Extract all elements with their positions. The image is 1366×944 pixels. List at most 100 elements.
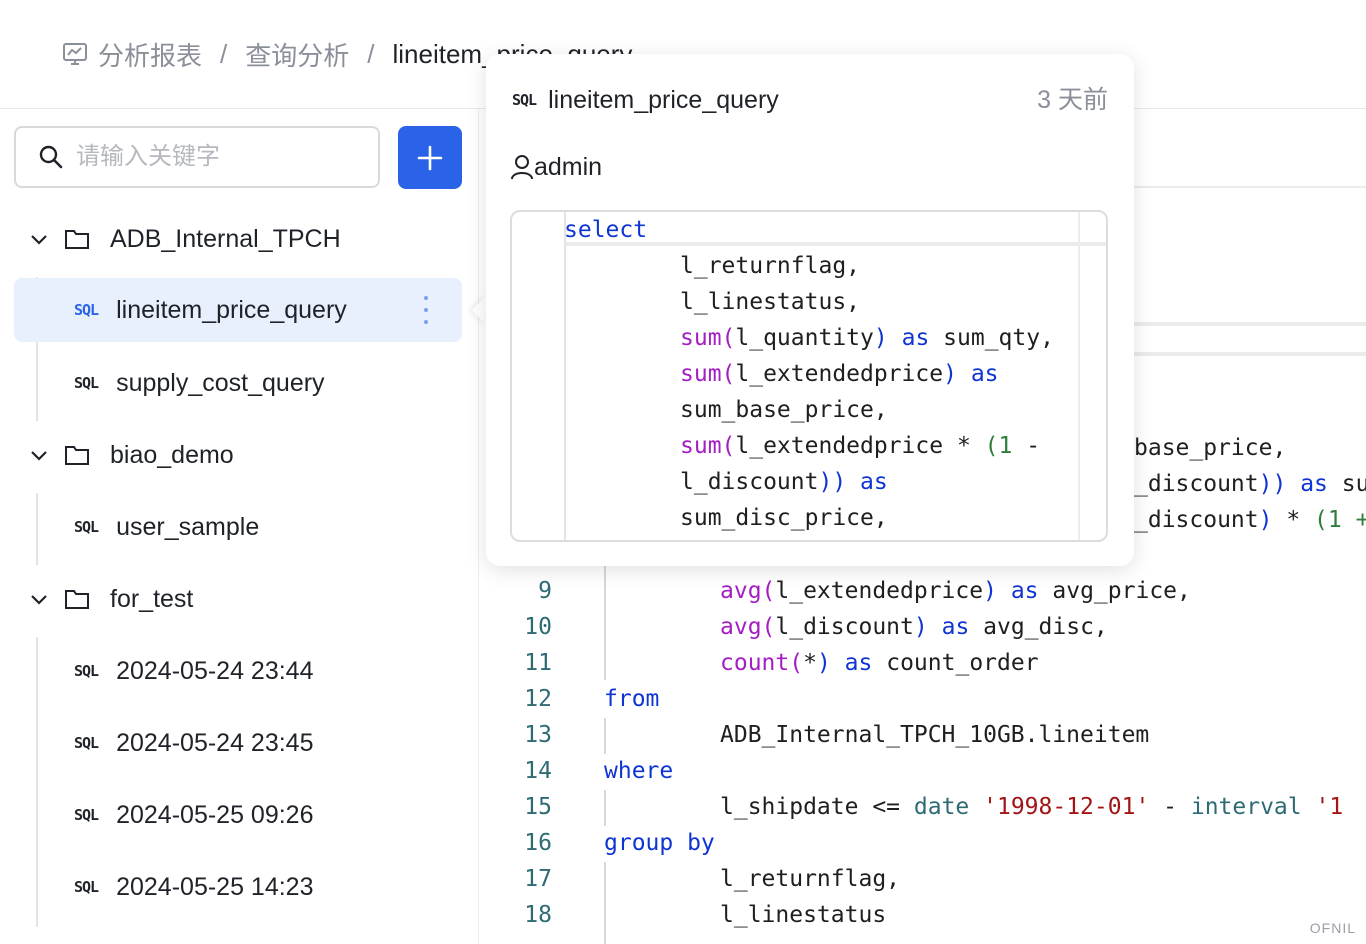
line-number: 13 (524, 722, 552, 748)
code-line: sum(l_extendedprice * (1 - (680, 433, 1041, 459)
code-gutter (564, 212, 566, 540)
code-line: l_linestatus (720, 902, 887, 928)
popover-title: SQL lineitem_price_query (512, 84, 779, 116)
watermark: OFNIL (1309, 920, 1356, 936)
popover-title-text: lineitem_price_query (548, 85, 779, 114)
code-line: count(*) as count_order (720, 650, 1039, 676)
code-line: avg(l_extendedprice) as avg_price, (720, 578, 1191, 604)
code-line: from (604, 686, 660, 712)
tree-item-label: 2024-05-24 23:45 (116, 728, 314, 757)
code-line: l_shipdate <= date '1998-12-01' - interv… (720, 794, 1344, 820)
plus-icon (417, 145, 443, 170)
folder-label: biao_demo (110, 440, 234, 469)
folder-label: ADB_Internal_TPCH (110, 224, 341, 253)
tree-item-supply-cost-query[interactable]: SQL supply_cost_query (14, 351, 462, 415)
current-line-highlight (566, 242, 1106, 246)
chevron-down-icon[interactable] (30, 230, 48, 248)
owner-name: admin (534, 152, 603, 181)
tree-item-label: user_sample (116, 512, 260, 541)
code-line: l_linestatus, (680, 289, 861, 315)
folder-for-test[interactable]: for_test (30, 579, 193, 619)
tree-item-query-2024-05-24-2345[interactable]: SQL 2024-05-24 23:45 (14, 711, 462, 775)
sql-icon: SQL (74, 662, 99, 680)
sidebar: ADB_Internal_TPCH SQL lineitem_price_que… (0, 109, 479, 944)
code-fragment: _discount) * (1 + (1134, 507, 1366, 533)
tree-item-label: 2024-05-25 14:23 (116, 872, 314, 901)
editor-toolbar-divider (1134, 352, 1366, 356)
tree-item-query-2024-05-24-2344[interactable]: SQL 2024-05-24 23:44 (14, 639, 462, 703)
breadcrumb-item-query-analysis[interactable]: 查询分析 (245, 40, 350, 71)
line-number: 15 (524, 794, 552, 820)
code-fragment: _discount)) as su (1134, 471, 1366, 497)
folder-icon (65, 230, 89, 249)
breadcrumb-separator: / (220, 38, 228, 69)
code-line: sum_disc_price, (680, 505, 888, 531)
search-icon (39, 145, 63, 169)
indent-guide (604, 790, 606, 826)
sql-icon: SQL (74, 301, 99, 319)
tab-divider (1134, 186, 1366, 188)
scrollbar-track[interactable] (1078, 212, 1080, 540)
tree-guide (36, 637, 38, 927)
line-number: 18 (524, 902, 552, 928)
query-preview-popover: SQL lineitem_price_query 3 天前 admin sele… (486, 54, 1134, 566)
sql-icon: SQL (74, 806, 99, 824)
line-number: 16 (524, 830, 552, 856)
code-line: select (564, 217, 648, 243)
line-number: 14 (524, 758, 552, 784)
tree-item-label: supply_cost_query (116, 368, 325, 397)
sql-icon: SQL (74, 878, 99, 896)
line-number: 17 (524, 866, 552, 892)
line-number: 11 (524, 650, 552, 676)
search-box[interactable] (14, 126, 380, 188)
folder-adb-internal-tpch[interactable]: ADB_Internal_TPCH (30, 219, 341, 259)
chevron-down-icon[interactable] (30, 590, 48, 608)
more-icon[interactable] (424, 296, 430, 324)
sql-icon: SQL (512, 91, 537, 109)
tree-item-label: 2024-05-25 09:26 (116, 800, 314, 829)
user-icon (511, 155, 533, 180)
tree-item-label: lineitem_price_query (116, 295, 347, 324)
tree-item-query-2024-05-25-1423[interactable]: SQL 2024-05-25 14:23 (14, 855, 462, 919)
indent-guide (604, 718, 606, 754)
popover-owner: admin (510, 150, 602, 184)
code-line: where (604, 758, 674, 784)
tree-item-label: 2024-05-24 23:44 (116, 656, 314, 685)
report-icon (63, 43, 87, 65)
code-line: avg(l_discount) as avg_disc, (720, 614, 1108, 640)
editor-toolbar-divider (1134, 322, 1366, 326)
chevron-down-icon[interactable] (30, 446, 48, 464)
tree-item-lineitem-price-query[interactable]: SQL lineitem_price_query (14, 278, 462, 342)
code-line: ADB_Internal_TPCH_10GB.lineitem (720, 722, 1150, 748)
popover-timestamp: 3 天前 (1037, 86, 1108, 114)
tree-item-user-sample[interactable]: SQL user_sample (14, 495, 462, 559)
indent-guide (604, 540, 606, 680)
search-input[interactable] (74, 142, 358, 172)
code-line: sum_base_price, (680, 397, 888, 423)
breadcrumb-item-reports[interactable]: 分析报表 (98, 40, 203, 71)
add-button[interactable] (398, 126, 462, 189)
popover-code-preview[interactable]: select l_returnflag, l_linestatus, sum(l… (510, 210, 1108, 542)
code-fragment: base_price, (1134, 435, 1287, 461)
code-line: sum(l_quantity) as sum_qty, (680, 325, 1054, 351)
line-number: 12 (524, 686, 552, 712)
tree-guide (36, 277, 38, 421)
indent-guide (604, 862, 606, 944)
sql-icon: SQL (74, 734, 99, 752)
code-line: group by (604, 830, 715, 856)
line-number: 9 (538, 578, 552, 604)
code-line: l_returnflag, (720, 866, 901, 892)
code-line: l_discount)) as (680, 469, 888, 495)
tree-item-query-2024-05-25-0926[interactable]: SQL 2024-05-25 09:26 (14, 783, 462, 847)
folder-icon (65, 446, 89, 465)
folder-label: for_test (110, 584, 194, 613)
code-line: l_returnflag, (680, 253, 861, 279)
code-line: sum(l_extendedprice) as (680, 361, 999, 387)
folder-icon (65, 590, 89, 609)
sql-icon: SQL (74, 374, 99, 392)
line-number: 10 (524, 614, 552, 640)
sql-icon: SQL (74, 518, 99, 536)
folder-biao-demo[interactable]: biao_demo (30, 435, 234, 475)
tree-guide (36, 493, 38, 565)
breadcrumb-separator: / (367, 38, 375, 69)
